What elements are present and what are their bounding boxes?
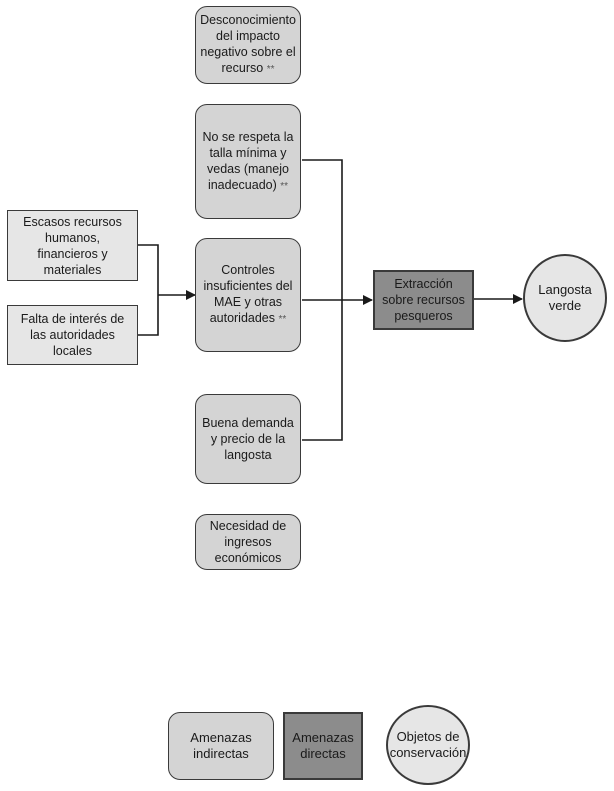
- node-talla-minima-label: No se respeta la talla mínima y vedas (m…: [202, 129, 294, 192]
- node-extraccion: Extracción sobre recursos pesqueros: [373, 270, 474, 330]
- node-talla-minima: No se respeta la talla mínima y vedas (m…: [195, 104, 301, 219]
- node-necesidad-label: Necesidad de ingresos económicos: [209, 519, 287, 565]
- legend-direct: Amenazas directas: [283, 712, 363, 780]
- node-escasos-recursos-label: Escasos recursos humanos, financieros y …: [23, 214, 122, 277]
- connector-talla: [302, 159, 343, 300]
- node-buena-demanda: Buena demanda y precio de la langosta: [195, 394, 301, 484]
- node-langosta: Langosta verde: [523, 254, 607, 342]
- node-controles: Controles insuficientes del MAE y otras …: [195, 238, 301, 352]
- node-desconocimiento: Desconocimiento del impacto negativo sob…: [195, 6, 301, 84]
- legend-direct-label: Amenazas directas: [292, 730, 354, 761]
- legend-objects: Objetos de conservación: [386, 705, 470, 785]
- connector-falta: [138, 295, 159, 336]
- node-extraccion-label: Extracción sobre recursos pesqueros: [382, 277, 465, 323]
- node-desconocimiento-label: Desconocimiento del impacto negativo sob…: [200, 13, 296, 75]
- legend-indirect-label: Amenazas indirectas: [190, 730, 252, 761]
- legend-objects-label: Objetos de conservación: [389, 729, 467, 760]
- node-necesidad: Necesidad de ingresos económicos: [195, 514, 301, 570]
- node-controles-note: **: [278, 314, 287, 325]
- connector-demanda: [302, 300, 343, 441]
- node-talla-minima-note: **: [280, 180, 289, 192]
- legend-indirect: Amenazas indirectas: [168, 712, 274, 780]
- node-controles-label: Controles insuficientes del MAE y otras …: [203, 263, 293, 325]
- node-buena-demanda-label: Buena demanda y precio de la langosta: [202, 416, 294, 462]
- node-falta-interes: Falta de interés de las autoridades loca…: [7, 305, 138, 365]
- node-falta-interes-label: Falta de interés de las autoridades loca…: [20, 312, 125, 358]
- node-escasos-recursos: Escasos recursos humanos, financieros y …: [7, 210, 138, 281]
- connector-escasos: [138, 244, 159, 295]
- node-desconocimiento-note: **: [266, 64, 275, 75]
- node-langosta-label: Langosta verde: [538, 282, 592, 313]
